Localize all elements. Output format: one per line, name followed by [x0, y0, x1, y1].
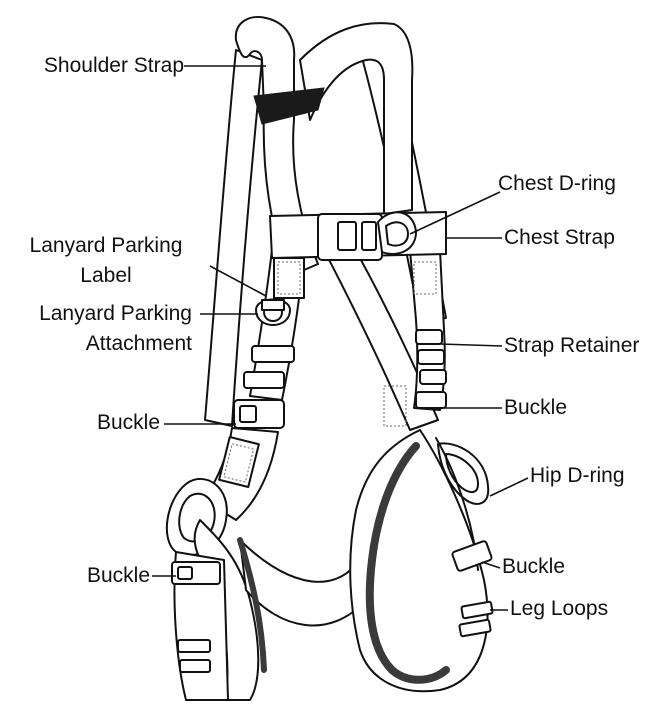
right-upper-buckle [416, 392, 446, 408]
label-buckle-right-lower: Buckle [502, 555, 602, 579]
label-buckle-left-upper: Buckle [60, 411, 160, 435]
label-chest-d-ring: Chest D-ring [498, 172, 658, 196]
right-strap-retainer [416, 330, 442, 344]
label-lanyard-parking-label-line2: Label [6, 264, 206, 288]
label-lanyard-parking-attachment-line1: Lanyard Parking [4, 302, 192, 326]
leader-strap-retainer [440, 344, 502, 346]
label-buckle-right-upper: Buckle [504, 396, 604, 420]
label-strap-retainer: Strap Retainer [504, 334, 668, 358]
left-adjuster-2 [244, 372, 284, 388]
left-back-strap [205, 50, 262, 426]
label-leg-loops: Leg Loops [510, 597, 650, 621]
label-buckle-left-lower: Buckle [50, 564, 150, 588]
label-chest-strap: Chest Strap [504, 226, 654, 250]
label-hip-d-ring: Hip D-ring [530, 464, 660, 488]
label-shoulder-strap: Shoulder Strap [10, 54, 184, 78]
label-lanyard-parking-attachment-line2: Attachment [4, 332, 192, 356]
label-lanyard-parking-label-line1: Lanyard Parking [6, 234, 206, 258]
leader-hip-d-ring [490, 478, 528, 496]
left-adjuster-1 [252, 346, 294, 362]
right-shoulder-strap [300, 23, 412, 214]
leader-buckle-right-lower [482, 562, 500, 568]
